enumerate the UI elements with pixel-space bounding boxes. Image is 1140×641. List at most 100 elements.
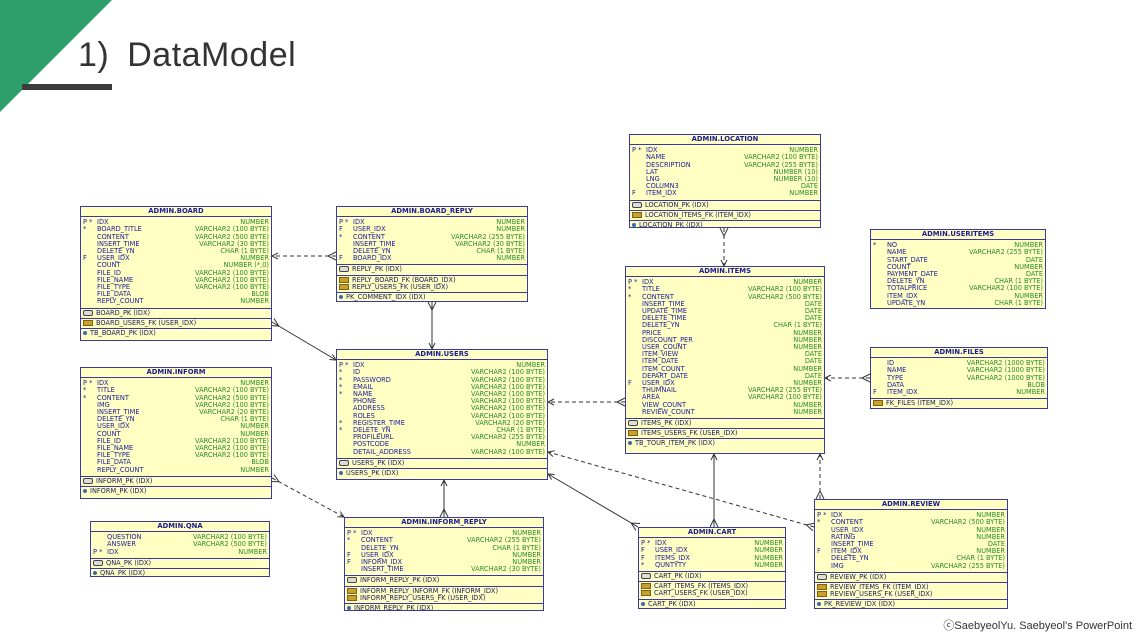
- column-type: NUMBER (*,0): [223, 261, 269, 270]
- arrow-head-mark: [440, 478, 448, 487]
- column-type: VARCHAR2 (255 BYTE): [930, 561, 1005, 570]
- column-row: INSERT_TIME DATE: [628, 299, 822, 308]
- column-name: ADDRESS: [353, 404, 385, 413]
- fks-section: LOCATION_ITEMS_FK (ITEM_IDX): [630, 209, 820, 220]
- column-flag: [83, 270, 97, 277]
- primary-key-icon: [641, 573, 651, 580]
- column-flag: [817, 563, 831, 570]
- column-name: LAT: [646, 167, 658, 176]
- index-icon: [339, 295, 343, 300]
- column-type: NUMBER: [976, 525, 1005, 534]
- column-type: NUMBER: [496, 218, 525, 227]
- column-name: AREA: [642, 393, 660, 402]
- column-name: DATA: [887, 380, 904, 389]
- column-name: DELETE_YN: [97, 247, 135, 256]
- column-type: DATE: [804, 299, 822, 308]
- constraint-row: BOARD_PK (IDX): [83, 309, 269, 317]
- column-flag: P *: [632, 146, 642, 155]
- crows-foot-mark: [327, 251, 337, 257]
- column-flag: [817, 555, 831, 562]
- column-flag: [628, 308, 642, 315]
- primary-key-icon: [347, 577, 357, 584]
- constraint-name: REPLY_PK (IDX): [352, 265, 402, 274]
- column-name: DELETE_TIME: [642, 314, 687, 323]
- constraint-name: REVIEW_PK (IDX): [830, 572, 887, 581]
- column-type: VARCHAR2 (255 BYTE): [968, 248, 1043, 257]
- column-name: IDX: [642, 278, 654, 287]
- column-type: CHAR (1 BYTE): [220, 247, 269, 256]
- column-type: NUMBER: [240, 297, 269, 306]
- table-header: ADMIN.USERS: [337, 350, 547, 361]
- column-flag: [873, 360, 887, 367]
- column-name: TITLE: [97, 386, 115, 395]
- column-name: INSERT_TIME: [642, 299, 685, 308]
- column-type: NUMBER: [754, 539, 783, 548]
- column-name: IDX: [97, 379, 109, 388]
- column-name: BOARD_TITLE: [97, 225, 142, 234]
- column-flag: [83, 298, 97, 305]
- column-name: LNG: [646, 175, 660, 184]
- constraint-row: REPLY_PK (IDX): [339, 266, 525, 273]
- arrow-head-mark: [816, 452, 824, 461]
- crows-foot-mark: [631, 522, 641, 525]
- constraint-row: PK_REVIEW_IDX (IDX): [817, 601, 1005, 608]
- constraint-row: ITEMS_PK (IDX): [628, 419, 822, 427]
- constraint-row: USERS_PK (IDX): [339, 459, 545, 467]
- column-type: NUMBER (10): [773, 167, 818, 176]
- column-type: VARCHAR2 (500 BYTE): [194, 393, 269, 402]
- column-flag: [83, 291, 97, 298]
- primary-key-icon: [83, 309, 93, 316]
- copyright-footer: ⓒSaebyeolYu. Saebyeol's PowerPoint: [943, 620, 1132, 632]
- index-icon: [339, 471, 343, 476]
- column-flag: F: [641, 546, 645, 555]
- column-flag: [83, 423, 97, 430]
- column-type: NUMBER: [793, 364, 822, 373]
- column-type: NUMBER: [1016, 388, 1045, 397]
- column-flag: *: [873, 241, 877, 250]
- primary-key-icon: [632, 201, 642, 208]
- column-flag: F: [339, 225, 343, 234]
- column-flag: [873, 264, 887, 271]
- column-name: USER_COUNT: [642, 343, 687, 352]
- column-flag: P *: [339, 361, 349, 370]
- column-name: COUNT: [97, 429, 121, 438]
- column-type: CHAR (1 BYTE): [773, 321, 822, 330]
- column-name: PHONE: [353, 397, 377, 406]
- column-flag: F: [641, 553, 645, 562]
- column-flag: [628, 322, 642, 329]
- fks-section: REPLY_BOARD_FK (BOARD_IDX)REPLY_USERS_FK…: [337, 274, 527, 292]
- column-flag: [817, 534, 831, 541]
- column-type: VARCHAR2 (100 BYTE): [470, 390, 545, 399]
- column-name: DELETE_YN: [97, 415, 135, 424]
- column-type: VARCHAR2 (100 BYTE): [194, 436, 269, 445]
- column-type: VARCHAR2 (100 BYTE): [747, 285, 822, 294]
- column-name: ITEM_VIEW: [642, 350, 679, 359]
- column-name: TOTALPRICE: [887, 284, 928, 293]
- table-header: ADMIN.REVIEW: [815, 500, 1007, 511]
